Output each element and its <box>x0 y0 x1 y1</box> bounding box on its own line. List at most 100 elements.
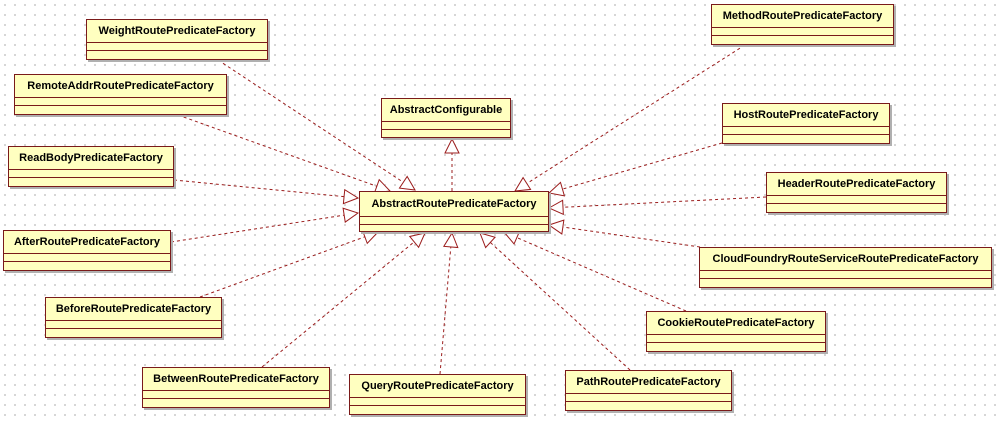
dashed-line <box>170 214 345 243</box>
generalization-after <box>170 207 360 243</box>
hollow-triangle-arrowhead <box>444 137 460 154</box>
class-attributes <box>767 196 946 204</box>
generalization-method <box>514 44 746 192</box>
hollow-triangle-arrowhead <box>361 229 380 245</box>
class-attributes <box>15 98 226 106</box>
class-attributes <box>700 271 991 279</box>
class-attributes <box>712 28 893 36</box>
class-query-route-predicate-factory[interactable]: QueryRoutePredicateFactory <box>349 374 526 415</box>
class-operations <box>700 279 991 285</box>
class-name: WeightRoutePredicateFactory <box>87 20 267 43</box>
generalization-abstract-configurable <box>444 137 460 191</box>
class-cloud-foundry-route-service-route-predicate-factory[interactable]: CloudFoundryRouteServiceRoutePredicateFa… <box>699 247 992 288</box>
class-operations <box>647 343 825 349</box>
class-attributes <box>647 335 825 343</box>
class-remote-addr-route-predicate-factory[interactable]: RemoteAddrRoutePredicateFactory <box>14 74 227 115</box>
generalization-header <box>547 196 767 216</box>
class-host-route-predicate-factory[interactable]: HostRoutePredicateFactory <box>722 103 890 144</box>
hollow-triangle-arrowhead <box>502 230 521 245</box>
class-attributes <box>382 122 510 130</box>
class-attributes <box>9 170 173 178</box>
class-name: RemoteAddrRoutePredicateFactory <box>15 75 226 98</box>
class-attributes <box>360 217 548 225</box>
class-name: AbstractRoutePredicateFactory <box>360 192 548 217</box>
dashed-line <box>173 179 345 198</box>
class-operations <box>360 225 548 231</box>
class-name: PathRoutePredicateFactory <box>566 371 731 394</box>
class-attributes <box>350 398 525 406</box>
class-operations <box>712 36 893 42</box>
class-read-body-predicate-factory[interactable]: ReadBodyPredicateFactory <box>8 146 174 187</box>
class-attributes <box>723 127 889 135</box>
dashed-line <box>439 246 452 375</box>
hollow-triangle-arrowhead <box>514 176 532 192</box>
class-header-route-predicate-factory[interactable]: HeaderRoutePredicateFactory <box>766 172 947 213</box>
class-operations <box>566 402 731 408</box>
hollow-triangle-arrowhead <box>479 232 496 249</box>
hollow-triangle-arrowhead <box>547 199 564 216</box>
dashed-line <box>562 142 723 190</box>
class-attributes <box>4 254 170 262</box>
hollow-triangle-arrowhead <box>342 188 360 205</box>
generalization-weight <box>217 59 416 191</box>
dashed-line <box>177 114 377 187</box>
class-name: MethodRoutePredicateFactory <box>712 5 893 28</box>
generalization-before <box>199 229 380 298</box>
generalization-path <box>479 232 631 371</box>
generalization-query <box>439 231 459 375</box>
class-operations <box>4 262 170 268</box>
hollow-triangle-arrowhead <box>547 181 566 197</box>
class-method-route-predicate-factory[interactable]: MethodRoutePredicateFactory <box>711 4 894 45</box>
class-name: AfterRoutePredicateFactory <box>4 231 170 254</box>
class-name: QueryRoutePredicateFactory <box>350 375 525 398</box>
dashed-line <box>199 236 366 298</box>
dashed-line <box>217 59 404 183</box>
class-path-route-predicate-factory[interactable]: PathRoutePredicateFactory <box>565 370 732 411</box>
dashed-line <box>490 242 631 371</box>
class-attributes <box>143 391 329 399</box>
hollow-triangle-arrowhead <box>408 232 426 249</box>
class-name: CloudFoundryRouteServiceRoutePredicateFa… <box>700 248 991 271</box>
class-name: ReadBodyPredicateFactory <box>9 147 173 170</box>
class-cookie-route-predicate-factory[interactable]: CookieRoutePredicateFactory <box>646 311 826 352</box>
generalization-read-body <box>173 179 360 205</box>
class-attributes <box>87 43 267 51</box>
dashed-line <box>516 237 687 312</box>
class-name: BeforeRoutePredicateFactory <box>46 298 221 321</box>
class-operations <box>350 406 525 412</box>
generalization-host <box>547 142 723 197</box>
class-operations <box>15 106 226 112</box>
class-operations <box>87 51 267 57</box>
class-name: BetweenRoutePredicateFactory <box>143 368 329 391</box>
dashed-line <box>562 226 701 248</box>
class-attributes <box>566 394 731 402</box>
hollow-triangle-arrowhead <box>398 175 416 191</box>
class-name: CookieRoutePredicateFactory <box>647 312 825 335</box>
dashed-line <box>261 241 415 368</box>
class-operations <box>767 204 946 210</box>
class-name: HeaderRoutePredicateFactory <box>767 173 946 196</box>
class-between-route-predicate-factory[interactable]: BetweenRoutePredicateFactory <box>142 367 330 408</box>
class-name: HostRoutePredicateFactory <box>723 104 889 127</box>
class-attributes <box>46 321 221 329</box>
hollow-triangle-arrowhead <box>342 207 360 223</box>
generalization-between <box>261 232 426 368</box>
hollow-triangle-arrowhead <box>442 231 459 249</box>
generalization-remote-addr <box>177 114 392 194</box>
class-abstract-route-predicate-factory[interactable]: AbstractRoutePredicateFactory <box>359 191 549 232</box>
dashed-line <box>562 196 767 208</box>
class-operations <box>9 178 173 184</box>
class-before-route-predicate-factory[interactable]: BeforeRoutePredicateFactory <box>45 297 222 338</box>
generalization-cookie <box>502 230 687 312</box>
class-weight-route-predicate-factory[interactable]: WeightRoutePredicateFactory <box>86 19 268 60</box>
class-abstract-configurable[interactable]: AbstractConfigurable <box>381 98 511 138</box>
class-operations <box>143 399 329 405</box>
class-operations <box>723 135 889 141</box>
class-after-route-predicate-factory[interactable]: AfterRoutePredicateFactory <box>3 230 171 271</box>
class-name: AbstractConfigurable <box>382 99 510 122</box>
class-operations <box>46 329 221 335</box>
hollow-triangle-arrowhead <box>547 219 565 235</box>
generalization-cloudfoundry <box>547 219 701 248</box>
